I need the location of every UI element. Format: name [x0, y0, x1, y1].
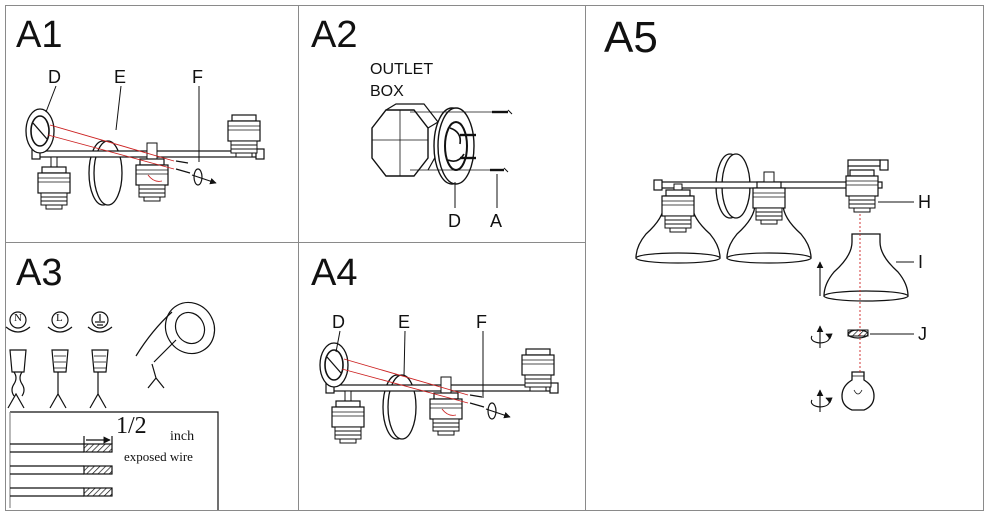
- strip-length-fraction: 1/2: [116, 413, 147, 439]
- panel-a1-title: A1: [16, 14, 63, 56]
- line-symbol: L: [56, 312, 63, 324]
- a1-label-d: D: [48, 67, 61, 87]
- a4-illustration: [320, 343, 558, 443]
- a1-illustration: [26, 109, 264, 209]
- a1-label-f: F: [192, 67, 203, 87]
- panel-borders: [5, 5, 984, 511]
- a4-label-f: F: [476, 312, 487, 332]
- a5-label-h: H: [918, 192, 931, 212]
- a2-leaders: [454, 174, 498, 208]
- a3-illustration: [5, 301, 219, 510]
- neutral-symbol: N: [14, 312, 22, 324]
- exposed-wire-label: exposed wire: [124, 449, 193, 464]
- a5-illustration: [635, 153, 909, 412]
- a5-label-i: I: [918, 252, 924, 272]
- a1-leaders: [45, 85, 200, 162]
- a4-label-e: E: [398, 312, 411, 332]
- panel-a5-title: A5: [604, 13, 658, 62]
- a1-label-e: E: [114, 67, 127, 87]
- a4-label-d: D: [332, 312, 345, 332]
- panel-a2-title: A2: [311, 14, 358, 56]
- panel-a4-title: A4: [311, 252, 358, 294]
- a5-label-j: J: [918, 324, 927, 344]
- a5-leaders: [870, 201, 914, 335]
- strip-length-unit: inch: [170, 429, 195, 444]
- a4-leaders: [335, 330, 484, 398]
- a2-outlet-label-2: BOX: [370, 83, 404, 100]
- a2-label-a: A: [490, 211, 503, 231]
- a2-label-d: D: [448, 211, 461, 231]
- panel-a3-title: A3: [16, 252, 63, 294]
- a2-outlet-label-1: OUTLET: [370, 61, 434, 78]
- a2-illustration: [371, 103, 513, 185]
